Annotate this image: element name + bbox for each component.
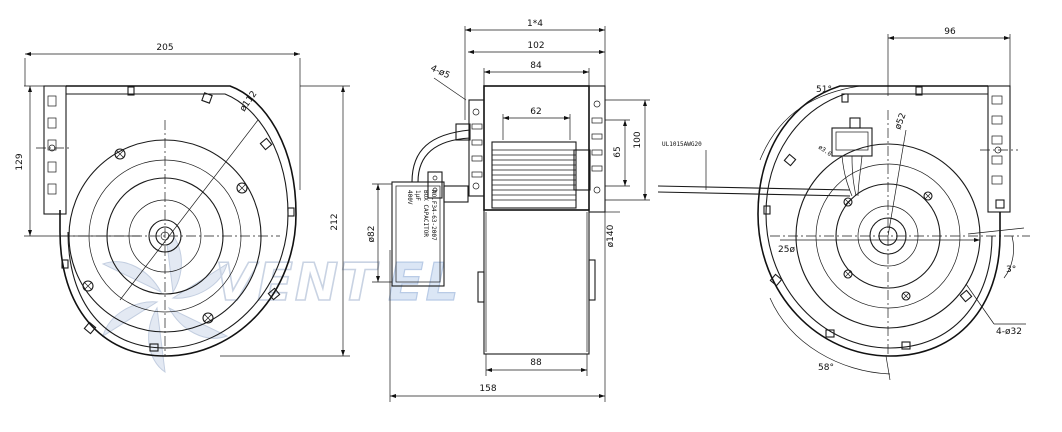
impeller-blades [492,149,576,201]
angle-58: 58° [818,363,834,373]
capacitor-label-4: 400V [406,190,413,205]
dim-205: 205 [156,43,173,53]
watermark-brand-right: EL [388,253,461,313]
front-view: 205 129 212 [15,43,350,357]
dim-1x4: 1*4 [527,19,543,29]
wire-label: UL1015AWG20 [662,141,702,148]
dim-25: 25ø [778,245,795,255]
dim-96: 96 [944,27,956,37]
dim-diameter-52: ø52 [893,112,908,131]
small-label: ø3.6 [817,144,833,158]
dim-102: 102 [527,41,544,51]
watermark-brand-left: VENT [215,253,379,313]
capacitor-label-1: NO.F34-63-2007 [430,190,437,241]
dim-84: 84 [530,61,542,71]
angle-51: 51° [816,85,832,95]
dim-diameter-140: ø140 [606,224,616,247]
dim-4-holes-32: 4-ø32 [996,327,1022,337]
angle-3: 3° [1006,265,1016,275]
dim-62: 62 [530,107,541,117]
side-view: 1*4 102 84 4-ø5 [367,19,650,402]
dim-65: 65 [613,146,623,157]
dim-212: 212 [330,213,340,230]
capacitor-label-2: BOX CAPACITOR [422,190,429,237]
dim-158: 158 [479,384,496,394]
rear-view: 96 [657,27,1030,381]
capacitor-label-3: 1µF [414,190,421,201]
dim-129: 129 [15,153,25,170]
dim-4-holes: 4-ø5 [429,64,452,82]
dim-100: 100 [633,131,643,148]
dim-diameter-82: ø82 [367,226,377,243]
dim-88: 88 [530,358,542,368]
